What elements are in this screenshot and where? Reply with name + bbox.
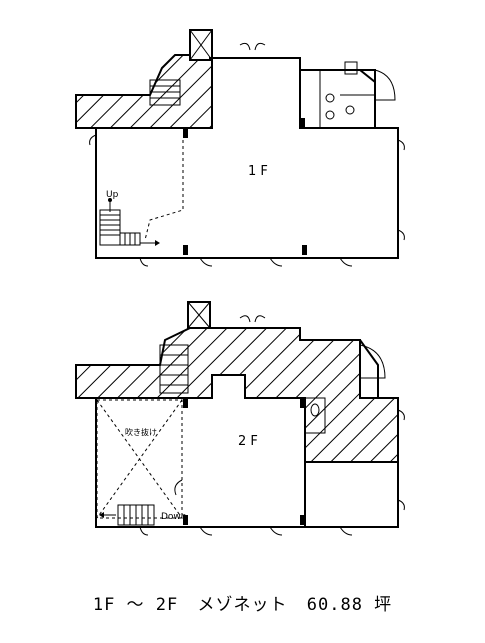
first-floor-top-door: [239, 42, 266, 51]
column: [183, 398, 188, 408]
column: [300, 398, 305, 408]
first-floor-stair: [99, 198, 160, 246]
void-label: 吹き抜け: [125, 427, 157, 437]
column: [183, 128, 188, 138]
first-floor-dashed-line: [144, 140, 184, 241]
first-floor-plan: Up 1 F: [75, 29, 405, 267]
first-floor-shaded-area: [75, 54, 213, 129]
second-floor-down-label: Down: [161, 512, 187, 522]
column: [300, 515, 305, 525]
first-floor-elevator: [189, 29, 213, 61]
column: [183, 245, 188, 255]
plan-caption: 1F ～ 2F メゾネット 60.88 坪: [0, 590, 485, 615]
second-floor-void: [96, 399, 183, 519]
first-floor-restroom: [299, 69, 376, 129]
caption-type: メゾネット: [197, 595, 288, 615]
caption-area: 60.88 坪: [306, 595, 393, 615]
caption-floors: 1F ～ 2F: [92, 595, 179, 615]
second-floor-top-door: [239, 315, 266, 323]
second-floor-room: [304, 461, 399, 528]
second-floor-label: 2 F: [238, 434, 258, 449]
first-floor-side-door: [374, 69, 396, 101]
first-floor-outline: [95, 57, 399, 259]
second-floor-restroom: [304, 397, 326, 434]
first-floor-label: 1 F: [248, 164, 268, 179]
second-floor-shaded-area: [75, 327, 399, 463]
second-floor-plan: 吹き抜け Down 2 F: [75, 301, 405, 536]
second-floor-upper-stair: [159, 344, 189, 394]
second-floor-side-door: [359, 344, 386, 379]
column: [302, 245, 307, 255]
column: [300, 118, 305, 128]
second-floor-stair: [99, 504, 155, 526]
second-floor-elevator: [187, 301, 211, 329]
first-floor-up-label: Up: [106, 190, 119, 200]
column: [183, 515, 188, 525]
